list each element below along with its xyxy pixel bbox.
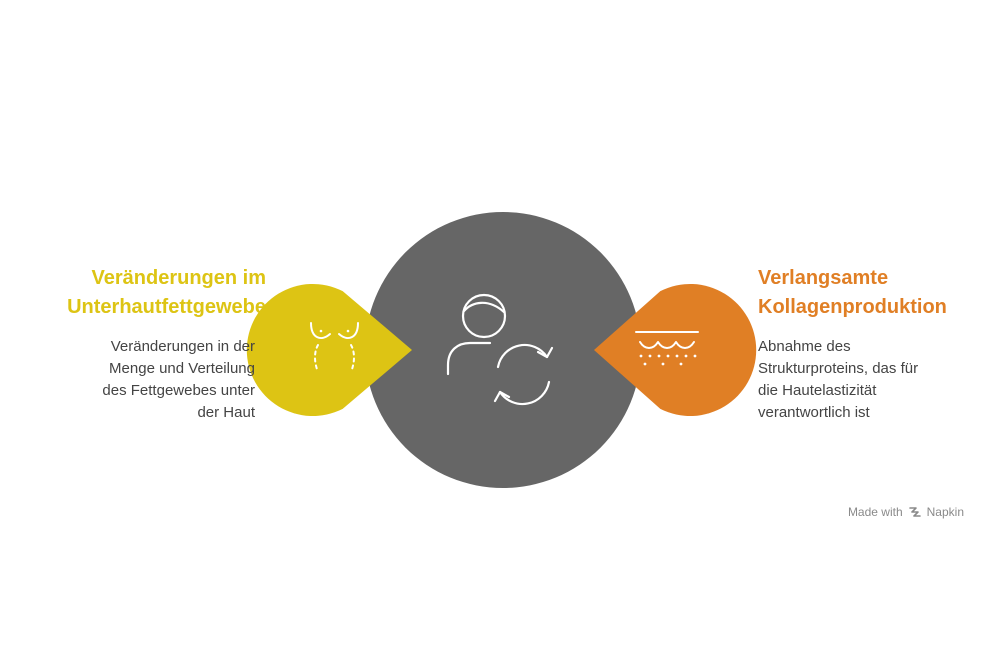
right-title: Verlangsamte Kollagenproduktion — [758, 264, 988, 322]
left-desc-line2: Menge und Verteilung — [109, 360, 255, 377]
left-title: Veränderungen im Unterhautfettgewebe — [6, 264, 266, 322]
left-desc-line3: des Fettgewebes unter — [102, 382, 255, 399]
person-cycle-icon — [446, 293, 554, 406]
right-title-line1: Verlangsamte — [758, 267, 889, 289]
right-description: Abnahme des Strukturproteins, das für di… — [758, 336, 978, 424]
left-title-line2: Unterhautfettgewebe — [67, 296, 266, 318]
made-with-label: Made with — [847, 505, 903, 519]
right-desc-line4: verantwortlich ist — [758, 404, 870, 421]
skin-layer-icon — [635, 331, 699, 366]
made-with-footer[interactable]: Made with Napkin — [848, 505, 964, 519]
right-title-line2: Kollagenproduktion — [758, 296, 947, 318]
napkin-brand-label: Napkin — [926, 505, 964, 519]
center-circle — [365, 212, 641, 488]
napkin-logo-icon — [908, 507, 921, 517]
left-title-line1: Veränderungen im — [91, 267, 267, 289]
right-teardrop — [594, 283, 757, 416]
body-fat-icon — [310, 322, 359, 373]
right-desc-line3: die Hautelastizität — [758, 382, 877, 399]
left-description: Veränderungen in der Menge und Verteilun… — [15, 336, 255, 424]
right-desc-line2: Strukturproteins, das für — [758, 360, 919, 377]
left-desc-line4: der Haut — [197, 404, 255, 421]
right-desc-line1: Abnahme des — [758, 338, 851, 355]
left-teardrop — [246, 284, 412, 416]
left-desc-line1: Veränderungen in der — [110, 338, 255, 355]
